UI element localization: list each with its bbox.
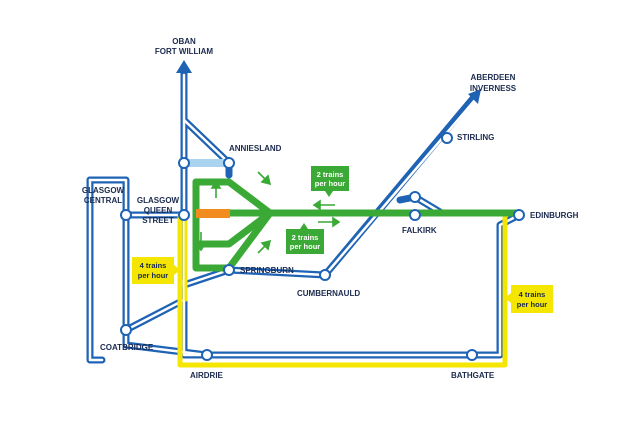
label-bathgate: BATHGATE bbox=[451, 371, 495, 380]
destination-oban: OBAN bbox=[172, 37, 196, 46]
label-glasgow-queen-street-3: STREET bbox=[142, 216, 174, 225]
badge-green-top: 2 trains per hour bbox=[311, 166, 349, 197]
badge-yellow-right: 4 trains per hour bbox=[505, 285, 553, 313]
label-airdrie: AIRDRIE bbox=[190, 371, 224, 380]
arrow-right-icon bbox=[318, 216, 341, 228]
badge-green-bottom-line1: 2 trains bbox=[292, 233, 319, 242]
label-glasgow-queen-street-1: GLASGOW bbox=[137, 196, 180, 205]
station-marker-coatbridge bbox=[120, 324, 132, 336]
badge-yellow-left: 4 trains per hour bbox=[132, 257, 180, 284]
station-marker-stirling bbox=[441, 132, 453, 144]
label-edinburgh: EDINBURGH bbox=[530, 211, 579, 220]
badge-yellow-right-line2: per hour bbox=[517, 300, 547, 309]
blue-rail-lines bbox=[86, 66, 523, 364]
station-marker-anniesland-west bbox=[178, 157, 190, 169]
label-glasgow-central-2: CENTRAL bbox=[84, 196, 122, 205]
station-marker-glasgow-queen-street bbox=[178, 209, 190, 221]
arrow-downright-icon bbox=[257, 239, 272, 254]
destination-aberdeen: ABERDEEN bbox=[471, 73, 516, 82]
label-anniesland: ANNIESLAND bbox=[229, 144, 282, 153]
line-airdrie-bathgate bbox=[180, 296, 476, 359]
destination-fort-william: FORT WILLIAM bbox=[155, 47, 214, 56]
label-springburn: SPRINGBURN bbox=[240, 266, 294, 275]
label-falkirk: FALKIRK bbox=[402, 226, 437, 235]
badge-green-top-line1: 2 trains bbox=[317, 170, 344, 179]
station-marker-airdrie bbox=[201, 349, 213, 361]
yellow-rail-line bbox=[177, 212, 508, 368]
label-glasgow-queen-street-2: QUEEN bbox=[144, 206, 173, 215]
station-marker-falkirk bbox=[409, 209, 421, 221]
arrow-upright-icon bbox=[257, 171, 272, 186]
label-stirling: STIRLING bbox=[457, 133, 494, 142]
station-marker-springburn bbox=[223, 264, 235, 276]
station-marker-bathgate bbox=[466, 349, 478, 361]
station-marker-edinburgh bbox=[513, 209, 525, 221]
badge-green-bottom-line2: per hour bbox=[290, 242, 320, 251]
green-springburn-loop bbox=[192, 178, 274, 272]
line-outer-left bbox=[86, 176, 106, 364]
arrow-left-icon bbox=[312, 199, 335, 211]
station-marker-anniesland bbox=[223, 157, 235, 169]
north-arrow-icon bbox=[176, 60, 192, 73]
label-cumbernauld: CUMBERNAULD bbox=[297, 289, 360, 298]
queen-street-orange-link bbox=[196, 209, 230, 218]
arrow-up-icon bbox=[210, 180, 222, 198]
badge-yellow-left-line2: per hour bbox=[138, 271, 168, 280]
badge-yellow-right-line1: 4 trains bbox=[519, 290, 546, 299]
badge-yellow-left-line1: 4 trains bbox=[140, 261, 167, 270]
green-direction-arrows bbox=[195, 171, 341, 254]
station-markers bbox=[120, 132, 525, 361]
label-glasgow-central-1: GLASGOW bbox=[82, 186, 125, 195]
station-marker-cumbernauld bbox=[319, 269, 331, 281]
station-marker-falkirk-north bbox=[409, 191, 421, 203]
arrow-down-icon bbox=[195, 232, 207, 252]
anniesland-light-blue-link bbox=[188, 159, 226, 167]
destination-inverness: INVERNESS bbox=[470, 84, 517, 93]
green-rail-line bbox=[192, 178, 523, 272]
blue-line-inner bbox=[88, 73, 521, 362]
yellow-route bbox=[177, 212, 508, 368]
label-coatbridge: COATBRIDGE bbox=[100, 343, 154, 352]
station-marker-glasgow-central bbox=[120, 209, 132, 221]
badge-green-top-line2: per hour bbox=[315, 179, 345, 188]
badge-green-bottom: 2 trains per hour bbox=[286, 223, 324, 254]
northeast-arrow-icon bbox=[468, 89, 481, 104]
